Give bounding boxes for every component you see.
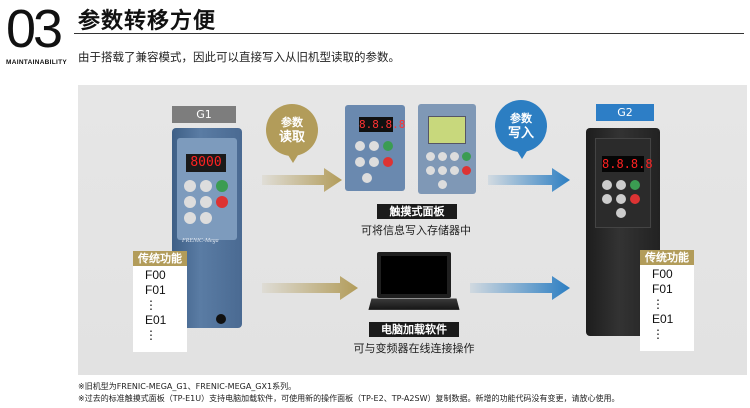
g1-button-icon <box>200 196 212 208</box>
read-badge-line1: 参数 <box>281 116 303 129</box>
function-code: F01 <box>145 283 166 297</box>
keypad-button-icon <box>438 152 447 161</box>
ellipsis: ⋮ <box>145 298 157 312</box>
pc-loader-title: 电脑加载软件 <box>369 322 459 337</box>
read-arrow-lower-icon <box>262 276 358 300</box>
g1-button-icon <box>200 180 212 192</box>
g2-display: 8.8.8.8 <box>602 156 653 172</box>
touch-panel-title: 触摸式面板 <box>377 204 457 219</box>
ellipsis: ⋮ <box>652 327 664 341</box>
page-subtitle: 由于搭载了兼容模式，因此可以直接写入从旧机型读取的参数。 <box>78 50 400 64</box>
keypad-button-icon <box>362 173 372 183</box>
write-arrow-icon <box>488 168 570 192</box>
keypad-button-icon <box>426 152 435 161</box>
keypad-button-icon <box>355 157 365 167</box>
read-parameters-badge: 参数 读取 <box>266 104 318 163</box>
g1-button-icon <box>200 212 212 224</box>
g1-stop-button-icon <box>216 196 228 208</box>
functions-list-left: 传统功能 F00 F01 ⋮ E01 ⋮ <box>133 251 187 352</box>
read-badge-line2: 读取 <box>278 130 305 145</box>
keypad-button-icon <box>369 157 379 167</box>
keypad-stop-button-icon <box>462 166 471 175</box>
g2-stop-button-icon <box>630 194 640 204</box>
keypad-button-icon <box>450 166 459 175</box>
g2-button-icon <box>616 194 626 204</box>
keypad-button-icon <box>369 141 379 151</box>
g2-button-icon <box>602 180 612 190</box>
g2-button-icon <box>616 208 626 218</box>
g1-display: 8000 <box>186 154 226 172</box>
keypad-run-button-icon <box>383 141 393 151</box>
footnote: ※旧机型为FRENIC-MEGA_G1、FRENIC-MEGA_GX1系列。 <box>78 382 297 391</box>
functions-list-title: 传统功能 <box>640 250 694 265</box>
ellipsis: ⋮ <box>145 328 157 342</box>
read-arrow-icon <box>262 168 342 192</box>
section-category: MAINTAINABILITY <box>6 59 68 66</box>
g2-button-icon <box>616 180 626 190</box>
g1-run-button-icon <box>216 180 228 192</box>
g2-button-icon <box>602 194 612 204</box>
g1-button-icon <box>184 212 196 224</box>
section-number: 03 <box>6 0 63 59</box>
write-badge-line1: 参数 <box>510 112 532 125</box>
function-code: E01 <box>652 312 674 326</box>
laptop-screen <box>377 252 451 298</box>
pc-loader-caption: 可与变频器在线连接操作 <box>353 342 475 355</box>
function-code: E01 <box>145 313 167 327</box>
g1-button-icon <box>184 196 196 208</box>
g2-label: G2 <box>596 104 654 121</box>
keypad-button-icon <box>438 166 447 175</box>
page-title: 参数转移方便 <box>78 9 217 34</box>
keypad-button-icon <box>426 166 435 175</box>
keypad-run-button-icon <box>462 152 471 161</box>
keypad-button-icon <box>355 141 365 151</box>
g1-button-icon <box>184 180 196 192</box>
g1-brand-logo: FRENIC-Mega <box>182 238 219 244</box>
laptop-icon <box>368 252 460 314</box>
touch-panel-caption: 可将信息写入存储器中 <box>361 224 471 237</box>
g1-screw-icon <box>216 314 226 324</box>
write-parameters-badge: 参数 写入 <box>495 100 547 159</box>
functions-list-right: 传统功能 F00 F01 ⋮ E01 ⋮ <box>640 250 694 351</box>
keypad-lcd-display <box>428 116 466 144</box>
keypad-led-display: 8.8.8.8 <box>359 117 406 132</box>
footnote: ※过去的标准触摸式面板（TP-E1U）支持电脑加载软件，可使用新的操作面板（TP… <box>78 394 620 403</box>
functions-list-body: F00 F01 ⋮ E01 ⋮ <box>640 265 694 351</box>
keypad-button-icon <box>438 180 447 189</box>
keypad-stop-button-icon <box>383 157 393 167</box>
keypad-button-icon <box>450 152 459 161</box>
ellipsis: ⋮ <box>652 297 664 311</box>
touch-keypad-lcd-image <box>418 104 476 194</box>
touch-keypad-led-image: 8.8.8.8 <box>345 105 405 191</box>
write-arrow-lower-icon <box>470 276 570 300</box>
functions-list-body: F00 F01 ⋮ E01 ⋮ <box>133 266 187 352</box>
function-code: F01 <box>652 282 673 296</box>
laptop-keyboard <box>368 298 460 310</box>
write-badge-line2: 写入 <box>507 126 534 141</box>
function-code: F00 <box>145 268 166 282</box>
g2-run-button-icon <box>630 180 640 190</box>
functions-list-title: 传统功能 <box>133 251 187 266</box>
header-divider <box>74 33 744 34</box>
g1-label: G1 <box>172 106 236 123</box>
function-code: F00 <box>652 267 673 281</box>
